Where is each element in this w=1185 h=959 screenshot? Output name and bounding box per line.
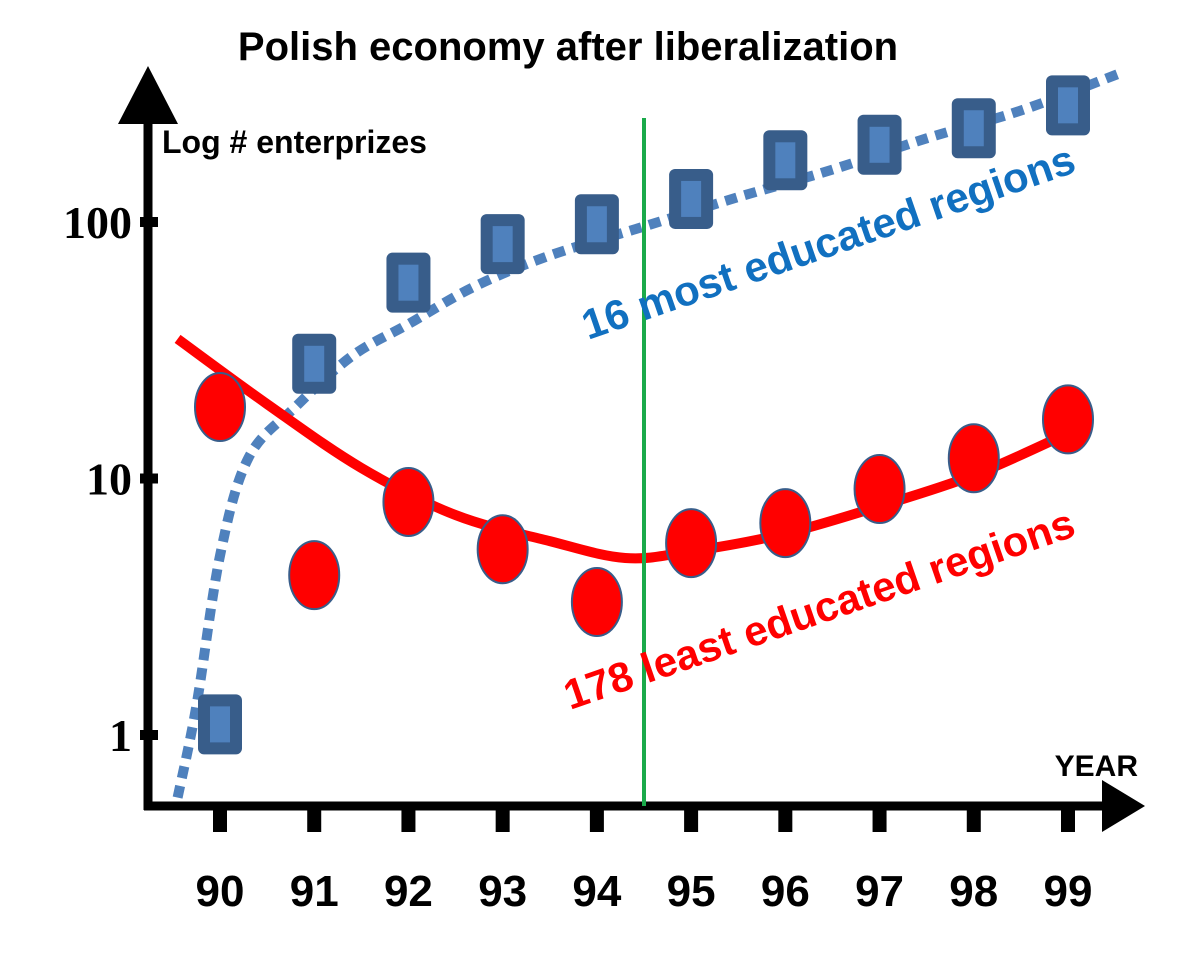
data-markers [194, 75, 1094, 755]
least-circle-marker-94 [570, 567, 623, 638]
y-tick-label-10: 10 [86, 454, 132, 505]
edu-square-inner-93 [492, 226, 513, 263]
y-axis-arrow [118, 66, 178, 124]
y-tick-label-1: 1 [109, 710, 132, 761]
edu-square-inner-97 [869, 126, 890, 163]
x-tick-label-97: 97 [855, 867, 904, 916]
edu-square-inner-90 [210, 706, 230, 743]
x-tick-label-92: 92 [384, 867, 433, 916]
y-axis-label: Log # enterprizes [162, 124, 427, 160]
x-axis-arrow [1102, 780, 1145, 832]
least-educated-annotation: 178 least educated regions [558, 499, 1081, 718]
x-ticks: 90 91 92 93 94 95 96 97 98 99 [196, 806, 1093, 916]
edu-square-inner-99 [1058, 87, 1078, 124]
x-tick-label-96: 96 [761, 867, 810, 916]
least-circle-marker-99 [1042, 384, 1094, 455]
least-circle-marker-97 [853, 454, 906, 525]
edu-square-inner-94 [586, 206, 607, 243]
least-circle-marker-90 [194, 371, 246, 442]
edu-square-inner-91 [304, 345, 325, 382]
chart-title: Polish economy after liberalization [238, 25, 898, 69]
edu-square-inner-96 [775, 142, 796, 179]
x-tick-label-94: 94 [572, 867, 621, 916]
least-circle-marker-91 [288, 540, 341, 611]
x-tick-label-98: 98 [949, 867, 998, 916]
edu-square-inner-95 [681, 180, 702, 217]
x-axis-label: YEAR [1055, 750, 1139, 783]
most-educated-trend-line [172, 68, 1122, 799]
least-educated-trend-line [174, 334, 1071, 564]
least-circle-marker-96 [759, 488, 812, 559]
y-tick-label-100: 100 [63, 197, 132, 248]
y-ticks: 1 10 100 [63, 197, 158, 761]
x-tick-label-95: 95 [667, 867, 716, 916]
x-tick-label-91: 91 [290, 867, 339, 916]
least-circle-marker-98 [947, 423, 1000, 494]
edu-square-inner-92 [398, 264, 419, 301]
edu-square-inner-98 [963, 110, 984, 147]
x-tick-label-93: 93 [478, 867, 527, 916]
least-circle-marker-95 [665, 508, 718, 579]
least-circle-marker-92 [382, 466, 435, 537]
x-tick-label-99: 99 [1044, 867, 1093, 916]
least-circle-marker-93 [476, 514, 529, 585]
trend-lines [172, 68, 1122, 799]
x-tick-label-90: 90 [196, 867, 245, 916]
